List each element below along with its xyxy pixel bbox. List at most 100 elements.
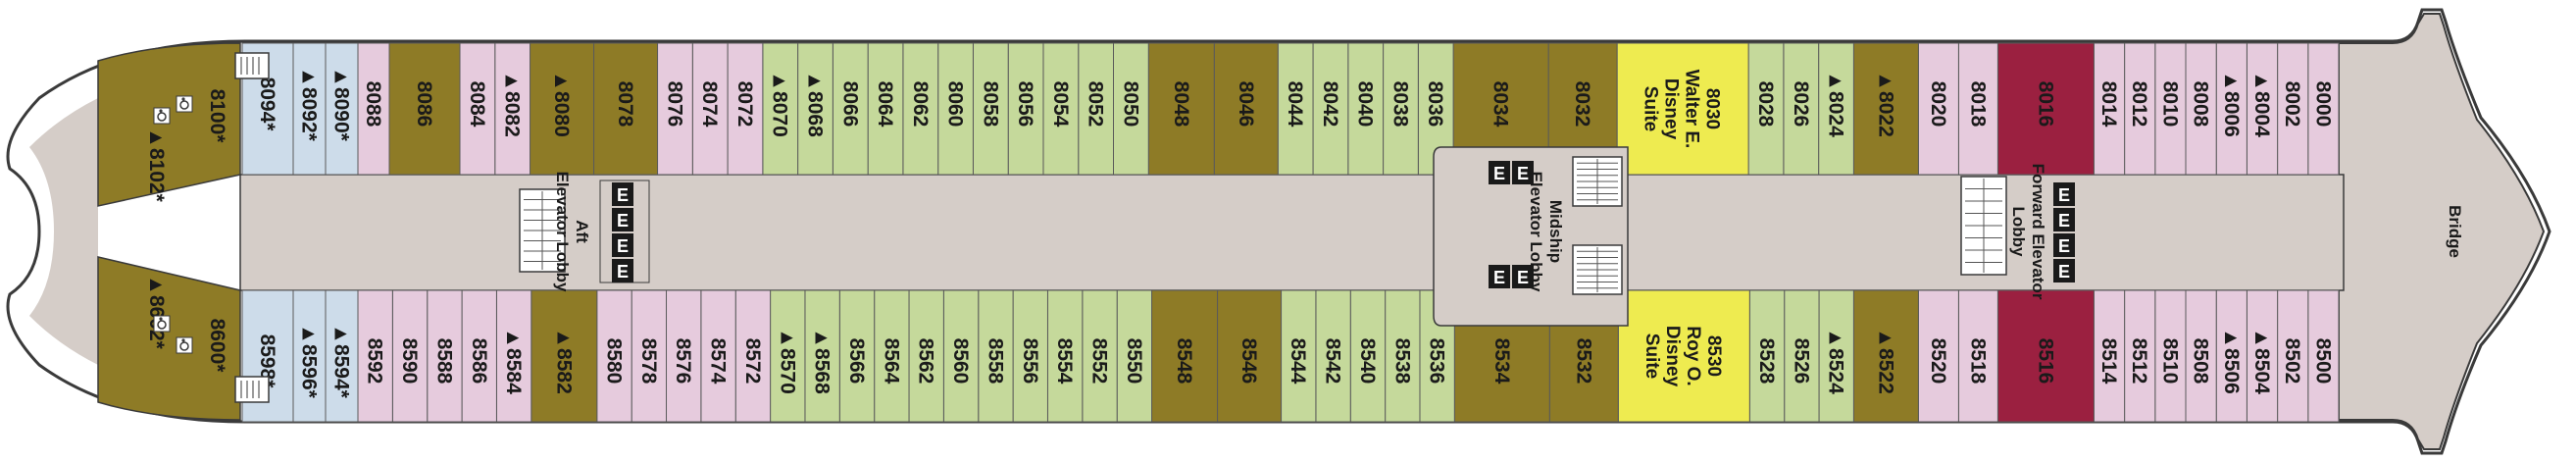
cabin-label: 8546 — [1237, 338, 1260, 385]
elevator-icon: E — [2053, 208, 2075, 231]
cabin-8574: 8574 — [700, 289, 736, 423]
cabin-8078: 8078 — [593, 42, 659, 176]
cabin-label: 8552 — [1087, 338, 1110, 385]
elevator-label: E — [1517, 164, 1529, 183]
cabin-label: ▲8582 — [552, 328, 575, 394]
elevator-icon: E — [2053, 182, 2075, 206]
cabin-8060: 8060 — [937, 42, 974, 176]
cabin-label: ▲8522 — [1874, 328, 1896, 394]
cabin-label: Suite — [1642, 334, 1662, 379]
cabin-8528: 8528 — [1748, 289, 1786, 423]
cabin-label: 8516 — [2034, 338, 2056, 385]
cabin-label: 8060 — [944, 81, 967, 128]
cabin-8046: 8046 — [1213, 42, 1279, 176]
cabin-label: 8054 — [1049, 81, 1072, 128]
top-cabin-row: 80008002▲8004▲80068008801080128014801680… — [241, 42, 2340, 176]
elevator-icon: E — [612, 233, 633, 257]
cabin-8076: 8076 — [657, 42, 693, 176]
aft-suite-label: ▲8602* — [145, 275, 168, 350]
elevator-label: E — [2058, 262, 2070, 282]
cabin-label: 8046 — [1235, 81, 1257, 128]
aft-elevator-lobby-label: Aft — [573, 220, 591, 243]
cabin-8594: ▲8594* — [325, 289, 359, 423]
cabin-8526: 8526 — [1784, 289, 1820, 423]
cabin-8026: 8026 — [1783, 42, 1820, 176]
cabin-label: Walter E. — [1682, 70, 1702, 149]
cabin-8502: 8502 — [2277, 289, 2309, 423]
cabin-label: 8536 — [1426, 338, 1448, 385]
cabin-8010: 8010 — [2154, 42, 2187, 176]
cabin-8552: 8552 — [1082, 289, 1118, 423]
cabin-8090: ▲8090* — [325, 42, 359, 176]
cabin-8516: 8516 — [1996, 289, 2095, 423]
cabin-label: 8050 — [1119, 81, 1141, 128]
elevator-label: E — [617, 236, 629, 256]
aft-suite-label: 8600* — [206, 319, 228, 374]
cabin-label: ▲8082 — [501, 71, 524, 137]
cabin-8580: 8580 — [596, 289, 632, 423]
cabin-label: ▲8524 — [1825, 328, 1847, 394]
elevator-label: E — [617, 262, 629, 282]
cabin-label: 8544 — [1287, 338, 1309, 385]
cabin-label: 8500 — [2311, 338, 2334, 385]
cabin-8066: 8066 — [832, 42, 869, 176]
elevator-label: E — [2058, 185, 2070, 205]
cabin-label: 8576 — [672, 338, 694, 385]
cabin-8540: 8540 — [1349, 289, 1387, 423]
cabin-label: 8558 — [984, 338, 1006, 385]
cabin-label: 8002 — [2281, 81, 2303, 128]
cabin-8016: 8016 — [1996, 42, 2095, 176]
cabin-8074: 8074 — [691, 42, 729, 176]
bridge-label: Bridge — [2446, 205, 2464, 258]
cabin-8044: 8044 — [1277, 42, 1314, 176]
cabin-label: 8518 — [1966, 338, 1989, 385]
cabin-label: ▲8006 — [2220, 71, 2243, 137]
cabin-label: 8580 — [602, 338, 625, 385]
stairs-icon — [234, 52, 270, 79]
midship-stairs-top — [1572, 156, 1623, 207]
cabin-label: 8510 — [2158, 338, 2181, 385]
cabin-8088: 8088 — [357, 42, 390, 176]
elevator-label: E — [1493, 268, 1505, 287]
cabin-label: 8514 — [2097, 338, 2120, 385]
cabin-label: 8502 — [2281, 338, 2303, 385]
cabin-label: 8034 — [1490, 81, 1512, 128]
cabin-label: 8550 — [1123, 338, 1145, 385]
cabin-label: 8094* — [256, 77, 278, 132]
forward-stairs — [1960, 176, 2007, 276]
elevator-label: E — [617, 211, 629, 231]
cabin-8062: 8062 — [902, 42, 939, 176]
cabin-label: 8036 — [1424, 81, 1446, 128]
cabin-label: 8052 — [1085, 81, 1107, 128]
cabin-label: 8564 — [880, 338, 902, 385]
cabin-label: 8084 — [466, 81, 488, 128]
wheelchair-icon — [176, 95, 193, 113]
cabin-8024: ▲8024 — [1818, 42, 1854, 176]
cabin-8072: 8072 — [727, 42, 764, 176]
cabin-8588: 8588 — [427, 289, 463, 423]
cabin-label: 8538 — [1390, 338, 1413, 385]
elevator-label: E — [1517, 268, 1529, 287]
cabin-8510: 8510 — [2154, 289, 2187, 423]
cabin-label: 8086 — [413, 81, 435, 128]
cabin-8000: 8000 — [2307, 42, 2340, 176]
wheelchair-icon — [153, 107, 171, 125]
cabin-8576: 8576 — [666, 289, 702, 423]
cabin-8008: 8008 — [2185, 42, 2217, 176]
cabin-8578: 8578 — [631, 289, 668, 423]
cabin-8070: ▲8070 — [762, 42, 799, 176]
cabin-label: 8010 — [2158, 81, 2181, 128]
cabin-8548: 8548 — [1151, 289, 1219, 423]
aft-suite-label: ▲8102* — [145, 128, 168, 203]
cabin-label: ▲8568 — [811, 328, 833, 394]
cabin-label: ▲8090* — [330, 67, 353, 142]
cabin-label: 8026 — [1790, 81, 1812, 128]
cabin-label: 8590 — [398, 338, 421, 385]
cabin-label: 8572 — [741, 338, 764, 385]
elevator-icon: E — [1489, 161, 1510, 184]
cabin-8504: ▲8504 — [2246, 289, 2279, 423]
cabin-8018: 8018 — [1957, 42, 1998, 176]
cabin-label: 8020 — [1927, 81, 1949, 128]
cabin-8048: 8048 — [1147, 42, 1215, 176]
bottom-cabin-row: 85008502▲8504▲85068508851085128514851685… — [241, 289, 2340, 423]
